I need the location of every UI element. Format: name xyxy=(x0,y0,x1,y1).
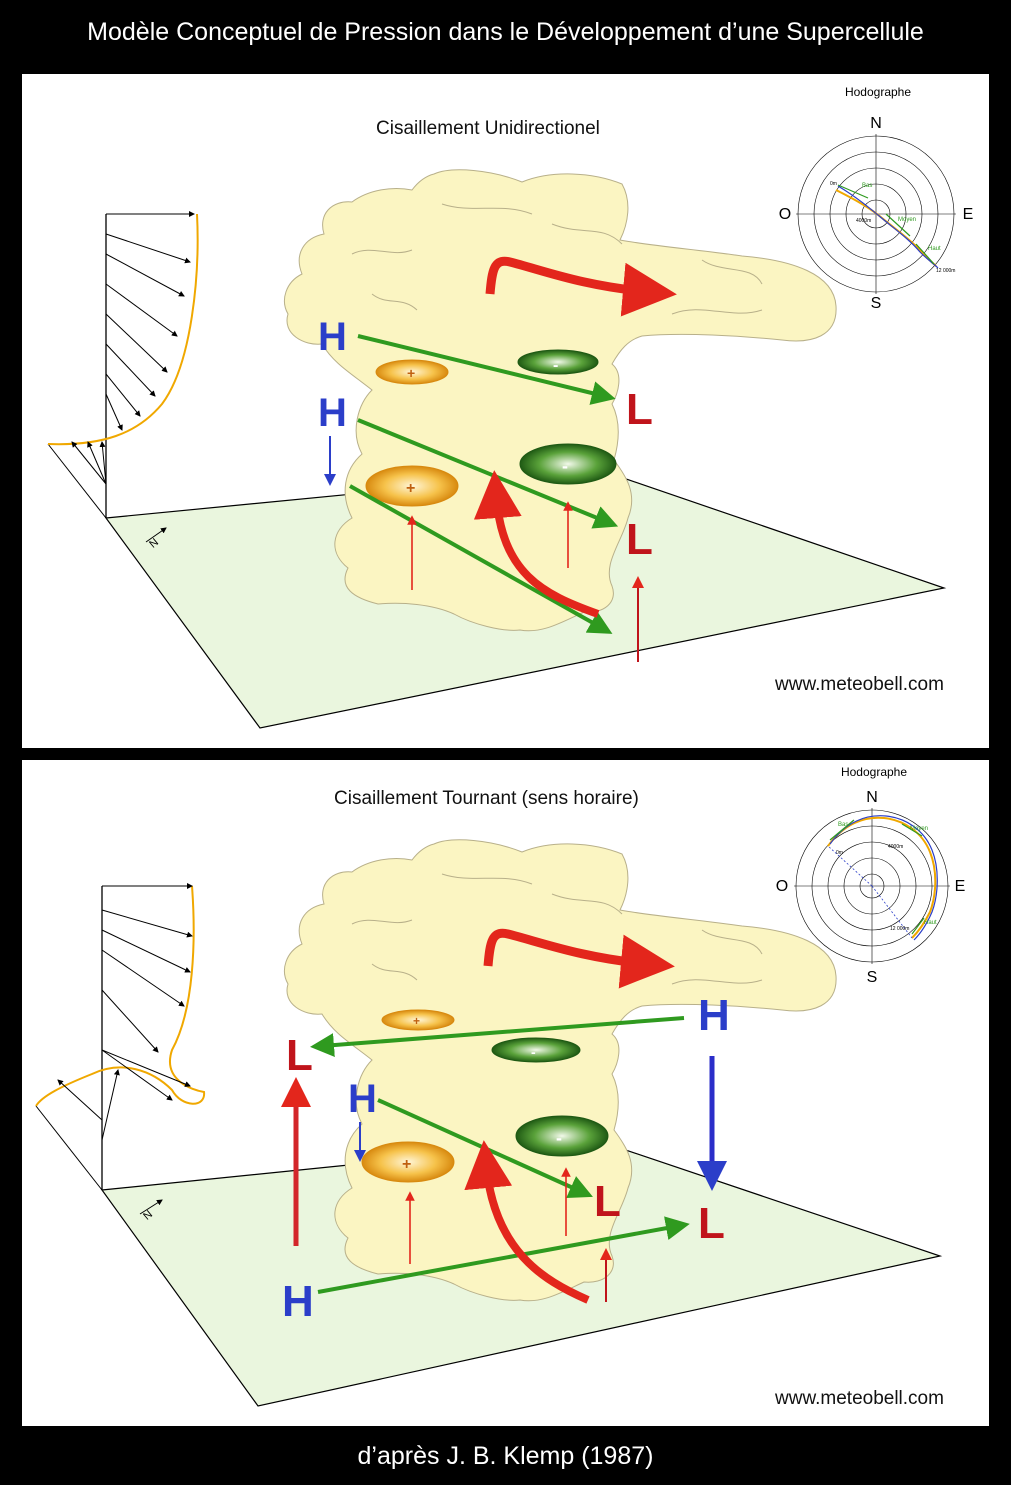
site-credit: www.meteobell.com xyxy=(775,674,944,695)
upper-high-label: H xyxy=(698,991,730,1040)
hodo-height-0: 0m xyxy=(830,181,837,187)
surface-gradient-arrow xyxy=(349,484,613,634)
lower-high-rotation xyxy=(365,465,459,507)
hodo-south: S xyxy=(871,295,882,308)
hodo-height-0: 0m xyxy=(836,850,843,856)
mid-low-label: L xyxy=(594,1177,621,1226)
wind-profile xyxy=(47,211,199,519)
anvil-outflow-arrow xyxy=(483,928,675,989)
veering-shear-panel: N + - + xyxy=(22,760,989,1426)
lower-minus-sign: - xyxy=(562,456,568,476)
hodo-height-4000: 4000m xyxy=(888,844,903,850)
hodo-height-12000: 12 000m xyxy=(936,268,955,274)
hodo-layer-high: Haut xyxy=(924,920,937,926)
hodo-south: S xyxy=(867,969,878,986)
supercell-cloud xyxy=(284,839,837,1302)
hodo-west: O xyxy=(776,878,788,895)
upper-gradient-arrow xyxy=(310,1016,685,1058)
upper-high-rotation xyxy=(375,359,449,385)
hodo-north: N xyxy=(870,115,882,132)
upper-gradient-arrow xyxy=(357,334,616,405)
lower-plus-sign: + xyxy=(402,1156,411,1173)
hodo-layer-low: Bas xyxy=(838,822,848,828)
lower-low-label: L xyxy=(626,515,653,564)
lower-low-rotation xyxy=(519,443,617,485)
lower-minus-sign: - xyxy=(556,1128,562,1148)
upper-low-rotation xyxy=(491,1037,581,1063)
unidirectional-title: Cisaillement Unidirectionel xyxy=(376,118,600,139)
hodograph-veering: Hodographe N S E O Bas Moyen Haut 0m 400… xyxy=(776,765,966,986)
cloud-texture xyxy=(351,873,763,985)
hodo-layer-low: Bas xyxy=(862,183,872,189)
upper-low-label: L xyxy=(286,1031,313,1080)
lower-high-rotation xyxy=(361,1141,455,1183)
hodo-east: E xyxy=(955,878,966,895)
upper-high-rotation xyxy=(381,1009,455,1031)
site-credit: www.meteobell.com xyxy=(775,1388,944,1409)
cloud-texture xyxy=(351,203,763,315)
veering-scene: N + - + xyxy=(35,839,943,1407)
hodograph-label: Hodographe xyxy=(845,85,911,99)
upper-low-rotation xyxy=(517,349,599,375)
hodo-height-4000: 4000m xyxy=(856,218,871,224)
unidirectional-scene: N + xyxy=(47,169,947,729)
hodo-east: E xyxy=(963,206,974,223)
surface-gradient-arrow xyxy=(317,1216,690,1294)
hodo-north: N xyxy=(866,789,878,806)
hodograph-label: Hodographe xyxy=(841,765,907,779)
hodo-west: O xyxy=(779,206,791,223)
upper-high-label: H xyxy=(318,315,347,359)
hodo-layer-high: Haut xyxy=(928,246,941,252)
upper-minus-sign: - xyxy=(531,1044,536,1060)
main-updraft-arrow xyxy=(473,470,600,618)
main-updraft-arrow xyxy=(464,1140,590,1304)
upper-plus-sign: + xyxy=(413,1014,420,1028)
upper-plus-sign: + xyxy=(407,365,415,381)
page-title: Modèle Conceptuel de Pression dans le Dé… xyxy=(87,18,924,46)
upper-low-label: L xyxy=(626,385,653,434)
hodo-layer-mid: Moyen xyxy=(898,217,916,223)
lower-high-label: H xyxy=(318,391,347,435)
mid-high-label: H xyxy=(348,1077,377,1121)
anvil-outflow-arrow xyxy=(485,256,677,317)
hodograph-unidirectional: Hodographe N S E O Bas Moyen Haut 0m 400… xyxy=(779,85,974,308)
lower-plus-sign: + xyxy=(406,480,415,497)
unidirectional-shear-panel: N + xyxy=(22,74,989,748)
source-credit: d’après J. B. Klemp (1987) xyxy=(357,1442,654,1470)
veering-title: Cisaillement Tournant (sens horaire) xyxy=(334,788,639,809)
upper-minus-sign: - xyxy=(553,357,558,374)
hodo-layer-mid: Moyen xyxy=(910,826,928,832)
hodo-height-12000: 12 000m xyxy=(890,926,909,932)
wind-profile xyxy=(35,883,206,1191)
lower-low-rotation xyxy=(515,1115,609,1157)
surface-low-label: L xyxy=(698,1199,725,1248)
surface-high-label: H xyxy=(282,1277,314,1326)
